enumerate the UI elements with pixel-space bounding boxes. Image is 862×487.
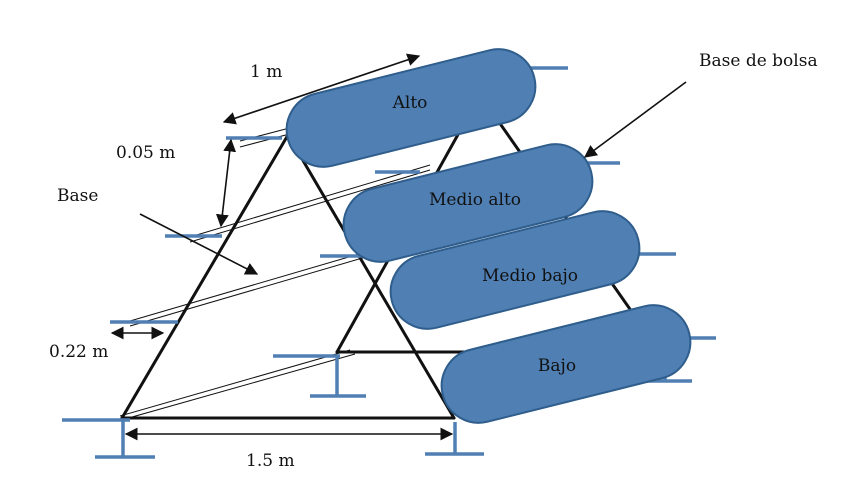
- bag-medio-alto: Medio alto: [342, 143, 594, 263]
- spacing-label: 0.05 m: [116, 143, 175, 163]
- bag-label: Alto: [392, 93, 428, 113]
- bag-bajo: Bajo: [440, 304, 692, 424]
- bag-label: Medio bajo: [482, 266, 578, 286]
- top-width-label: 1 m: [250, 62, 282, 82]
- bag-medio-bajo: Medio bajo: [389, 210, 641, 330]
- bag-alto: Alto: [285, 48, 537, 168]
- bag-label: Bajo: [538, 356, 576, 376]
- base-label: Base: [57, 186, 98, 206]
- bottom-width-label: 1.5 m: [246, 451, 295, 471]
- offset-label: 0.22 m: [49, 342, 108, 362]
- dimension-arrows: [110, 53, 687, 441]
- bag-base-label: Base de bolsa: [699, 51, 818, 71]
- bag-label: Medio alto: [429, 190, 521, 210]
